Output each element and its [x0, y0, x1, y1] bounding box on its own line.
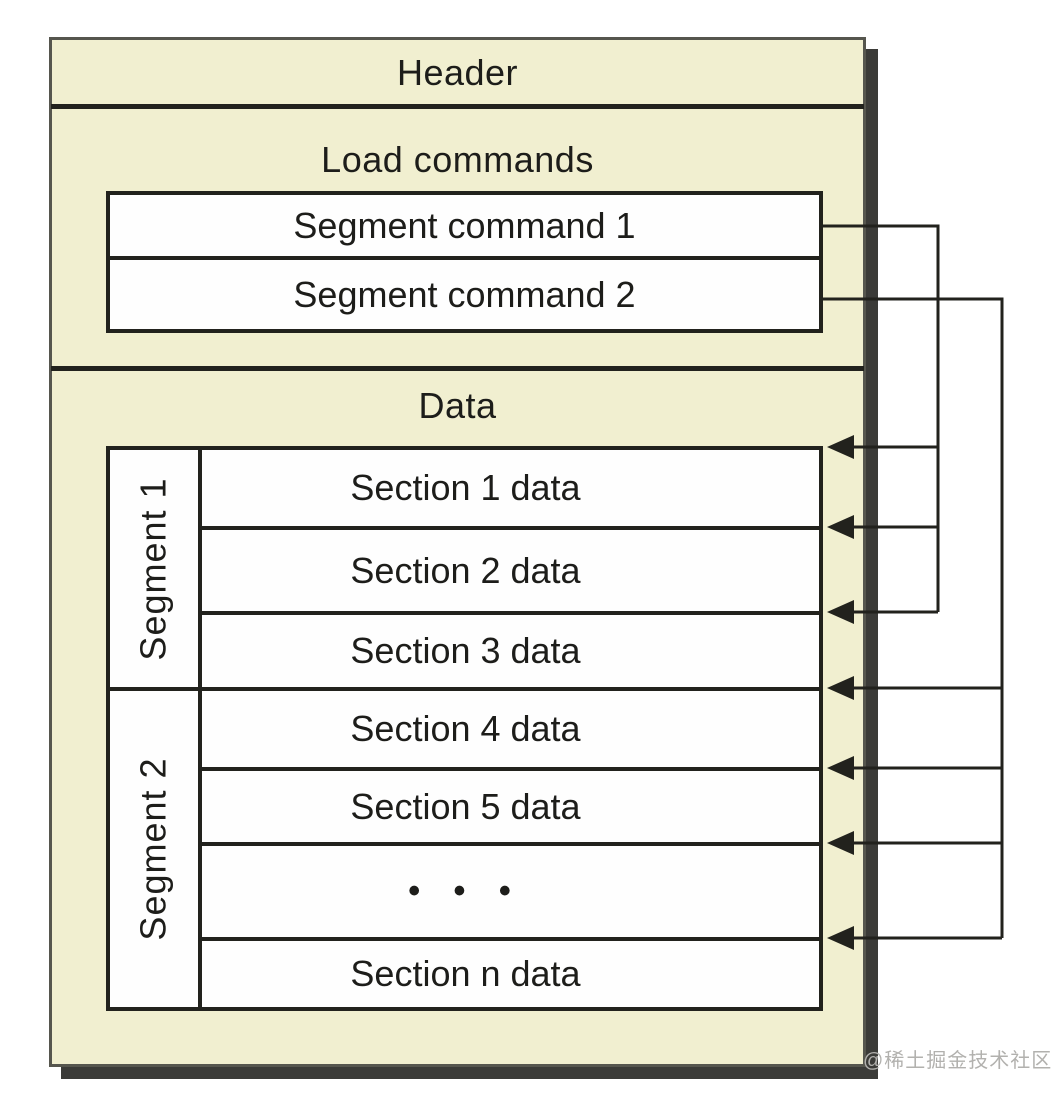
header-label: Header	[396, 52, 519, 93]
load-commands-title: Load commands	[321, 139, 594, 180]
segment-command-1-label: Segment command 1	[293, 204, 636, 246]
segment-1-cell: Segment 1	[110, 450, 198, 691]
section-4-data-label: Section 4 data	[350, 708, 581, 749]
ellipsis-row: • • •	[202, 846, 819, 941]
segment-label-column: Segment 1 Segment 2	[110, 450, 202, 1007]
ellipsis-label: • • •	[408, 872, 523, 910]
data-title: Data	[418, 385, 497, 426]
section-3-data-label: Section 3 data	[350, 630, 581, 671]
section-n-data-label: Section n data	[350, 953, 581, 994]
segment-command-row: Segment command 2	[110, 260, 819, 329]
section-5-data-label: Section 5 data	[350, 785, 581, 827]
watermark: @稀土掘金技术社区	[863, 1050, 1053, 1072]
load-commands-box: Segment command 1 Segment command 2	[106, 191, 823, 333]
section-row: Section 3 data	[202, 615, 819, 691]
section-row: Section 2 data	[202, 530, 819, 615]
segment-2-label: Segment 2	[133, 757, 174, 941]
section-row: Section 4 data	[202, 691, 819, 771]
section-rows: Section 1 data Section 2 data Section 3 …	[202, 450, 819, 1007]
section-1-data-label: Section 1 data	[350, 467, 581, 508]
header-divider	[51, 104, 864, 109]
section-row: Section n data	[202, 941, 819, 1007]
load-commands-divider	[51, 366, 864, 371]
segment-command-2-label: Segment command 2	[293, 273, 636, 315]
mach-o-file-box: Header Load commands Segment command 1 S…	[49, 37, 866, 1067]
segment-1-label: Segment 1	[133, 476, 174, 661]
section-row: Section 5 data	[202, 771, 819, 846]
section-2-data-label: Section 2 data	[350, 549, 581, 591]
section-row: Section 1 data	[202, 450, 819, 530]
segment-command-row: Segment command 1	[110, 195, 819, 260]
data-table: Segment 1 Segment 2 Section 1 data Secti…	[106, 446, 823, 1011]
segment-2-cell: Segment 2	[110, 691, 198, 1007]
